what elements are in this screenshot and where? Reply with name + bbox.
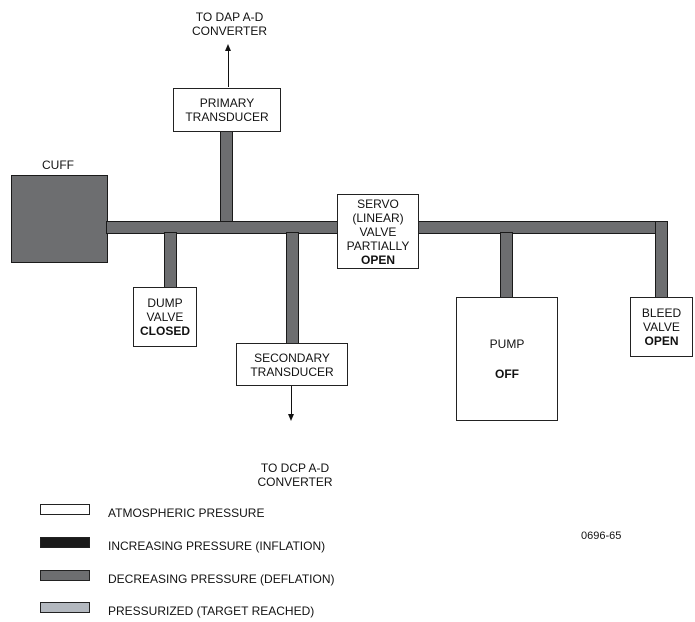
- servo-valve-line3: VALVE: [359, 224, 397, 239]
- secondary-transducer-pipe: [286, 232, 299, 345]
- bottom-arrow-head: [288, 414, 294, 421]
- cuff: [11, 175, 108, 263]
- legend-text-decreasing: DECREASING PRESSURE (DEFLATION): [108, 572, 335, 586]
- dump-valve-pipe: [164, 232, 177, 288]
- pump-state: OFF: [495, 367, 519, 381]
- bleed-valve-line2: VALVE: [643, 320, 680, 334]
- primary-transducer-box: PRIMARY TRANSDUCER: [173, 88, 281, 132]
- servo-valve-line1: SERVO: [357, 196, 399, 211]
- bleed-valve-state: OPEN: [644, 334, 679, 348]
- bottom-output-line2: CONVERTER: [257, 475, 333, 489]
- top-arrow-line: [228, 50, 229, 87]
- bleed-valve-box: BLEED VALVE OPEN: [630, 297, 693, 357]
- cuff-label: CUFF: [42, 158, 74, 172]
- bleed-valve-line1: BLEED: [641, 306, 682, 320]
- dump-valve-box: DUMP VALVE CLOSED: [133, 287, 197, 347]
- legend-text-pressurized: PRESSURIZED (TARGET REACHED): [108, 604, 315, 618]
- legend-swatch-decreasing: [40, 570, 90, 581]
- servo-valve-state: OPEN: [360, 252, 395, 267]
- primary-transducer-line2: TRANSDUCER: [185, 110, 269, 124]
- bleed-valve-pipe: [655, 221, 668, 299]
- legend-text-atmospheric: ATMOSPHERIC PRESSURE: [108, 506, 265, 520]
- secondary-transducer-line1: SECONDARY: [254, 350, 330, 365]
- servo-valve-line2: (LINEAR): [352, 210, 404, 225]
- top-output-label: TO DAP A-D CONVERTER: [182, 10, 277, 38]
- servo-valve-line4: PARTIALLY: [346, 238, 410, 253]
- dump-valve-state: CLOSED: [139, 324, 190, 338]
- legend-swatch-atmospheric: [40, 504, 90, 515]
- bottom-arrow-line: [291, 386, 292, 414]
- secondary-transducer-line2: TRANSDUCER: [250, 364, 334, 379]
- top-arrow-head: [225, 44, 231, 51]
- primary-transducer-line1: PRIMARY: [199, 96, 255, 110]
- figure-id: 0696-65: [581, 530, 622, 542]
- pump-pipe: [500, 232, 513, 299]
- legend-swatch-increasing: [40, 537, 90, 548]
- pump-box: PUMP OFF: [456, 297, 558, 421]
- legend-text-increasing: INCREASING PRESSURE (INFLATION): [108, 539, 326, 553]
- bottom-output-line1: TO DCP A-D: [260, 461, 330, 475]
- pump-label: PUMP: [489, 337, 525, 351]
- secondary-transducer-box: SECONDARY TRANSDUCER: [236, 343, 348, 386]
- dump-valve-line1: DUMP: [147, 296, 183, 310]
- top-output-line1: TO DAP A-D: [195, 10, 264, 24]
- top-output-line2: CONVERTER: [191, 24, 268, 38]
- bottom-output-label: TO DCP A-D CONVERTER: [245, 461, 345, 489]
- servo-valve-box: SERVO (LINEAR) VALVE PARTIALLY OPEN: [337, 194, 419, 269]
- legend-swatch-pressurized: [40, 602, 90, 613]
- primary-transducer-pipe: [220, 131, 233, 222]
- dump-valve-line2: VALVE: [146, 310, 184, 324]
